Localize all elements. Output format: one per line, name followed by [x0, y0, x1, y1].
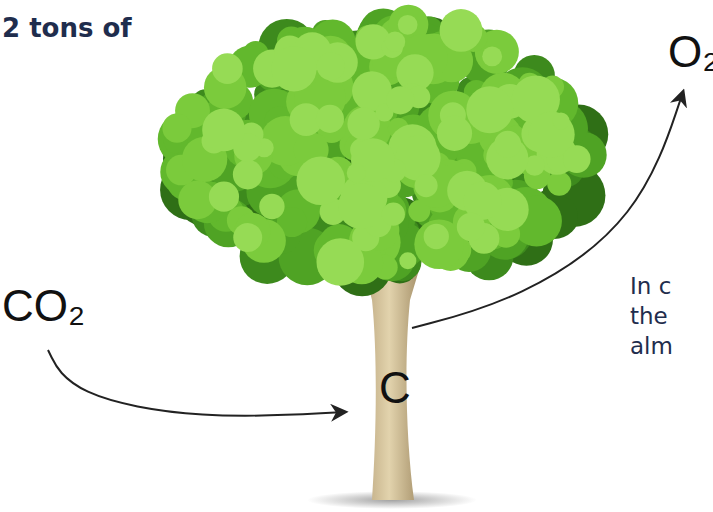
- leaf-cluster: [382, 203, 405, 226]
- leaf-cluster: [317, 52, 345, 80]
- carbon-label: C: [379, 364, 411, 412]
- leaf-cluster: [347, 108, 379, 140]
- arrows: [48, 92, 683, 416]
- leaf-cluster: [202, 109, 245, 152]
- leaf-cluster: [233, 223, 262, 252]
- flow-arrow: [412, 92, 683, 328]
- oxygen-label: O₂: [668, 28, 713, 76]
- body-text: the: [630, 304, 668, 329]
- leaf-cluster: [386, 86, 414, 114]
- leaf-cluster: [414, 219, 464, 269]
- body-text: In c: [630, 274, 671, 299]
- leaf-cluster: [398, 15, 418, 35]
- leaf-cluster: [547, 172, 571, 196]
- leaf-cluster: [316, 238, 364, 286]
- leaf-cluster: [316, 105, 344, 133]
- leaf-cluster: [399, 252, 416, 269]
- leaf-cluster: [563, 145, 591, 173]
- leaf-cluster: [466, 86, 513, 133]
- leaf-cluster: [415, 174, 438, 197]
- leaf-cluster: [440, 9, 483, 52]
- leaf-cluster: [494, 131, 521, 158]
- leaf-cluster: [552, 112, 569, 129]
- leaf-cluster: [209, 182, 239, 212]
- leaf-cluster: [457, 213, 485, 241]
- leaf-cluster: [259, 194, 284, 219]
- leaf-cluster: [212, 53, 243, 84]
- leaf-cluster: [233, 160, 263, 190]
- co2-label: CO₂: [2, 282, 85, 330]
- tree-canopy: [158, 5, 608, 297]
- leaf-cluster: [482, 46, 502, 66]
- caption-text: 2 tons of: [2, 14, 132, 43]
- leaf-cluster: [296, 156, 345, 205]
- leaf-cluster: [385, 32, 405, 52]
- leaf-cluster: [271, 46, 316, 91]
- body-text: alm: [630, 334, 673, 359]
- leaf-cluster: [424, 224, 449, 249]
- leaf-cluster: [347, 164, 366, 183]
- leaf-cluster: [162, 114, 191, 143]
- leaf-cluster: [338, 183, 384, 229]
- leaf-cluster: [437, 116, 472, 151]
- flow-arrow: [48, 350, 345, 416]
